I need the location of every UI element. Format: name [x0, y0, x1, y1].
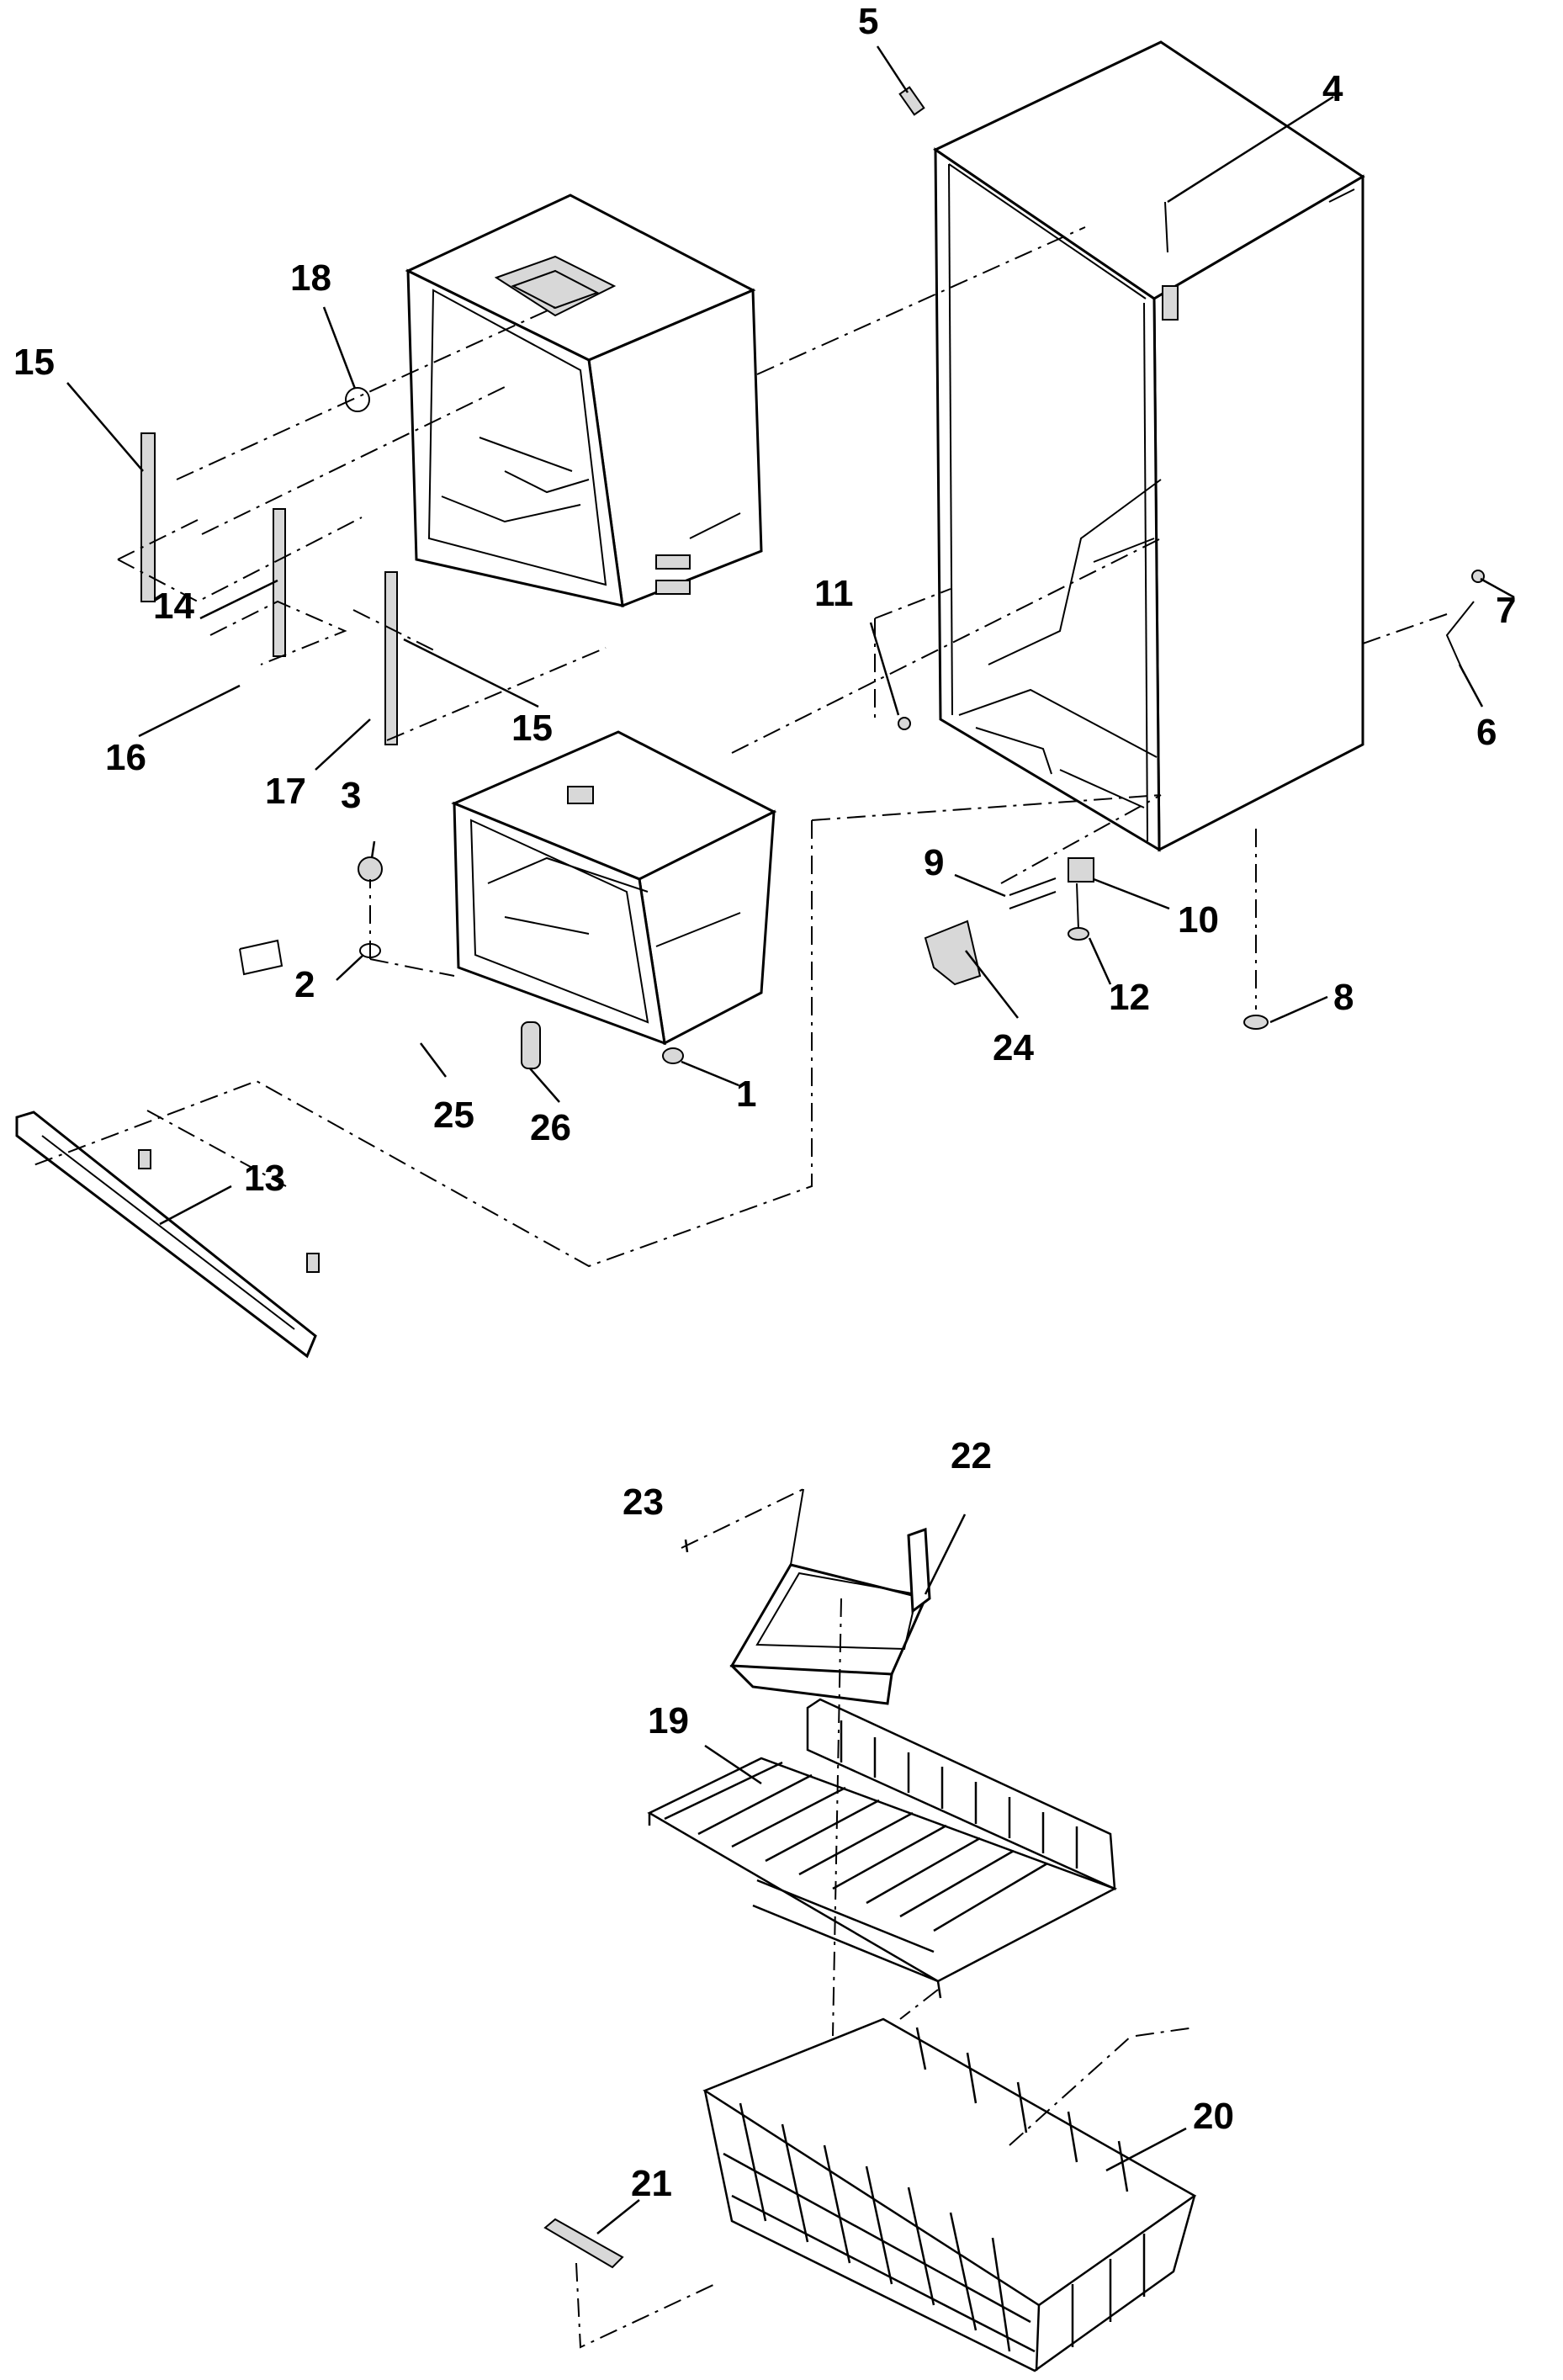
hinge-and-misc-parts: [898, 86, 1485, 1030]
callout-24: 24: [993, 1027, 1034, 1068]
fresh-food-liner: [405, 193, 763, 608]
callout-15-left: 15: [13, 342, 55, 383]
wire-basket: [702, 2017, 1197, 2372]
callout-5: 5: [858, 1, 878, 42]
callout-13: 13: [244, 1158, 285, 1199]
callout-7: 7: [1496, 590, 1516, 631]
callout-14: 14: [153, 586, 194, 627]
callout-20: 20: [1193, 2096, 1234, 2137]
callout-9: 9: [924, 842, 944, 883]
basket-handle: [543, 2218, 624, 2269]
callout-11: 11: [814, 573, 854, 614]
refrigerator-cabinet: [932, 40, 1365, 852]
leader-lines: [66, 45, 1515, 2234]
callout-26: 26: [530, 1107, 571, 1148]
assembly-lines: [33, 226, 1448, 2349]
callout-23: 23: [623, 1482, 664, 1523]
callout-labels: 15 18 14 16 17 15 3 2 1 26 25 13 5 4 7 6…: [13, 1, 1516, 2204]
callout-2: 2: [294, 964, 315, 1005]
callout-10: 10: [1178, 899, 1219, 941]
callout-19: 19: [648, 1700, 689, 1741]
callout-17: 17: [265, 771, 306, 812]
callout-15-center: 15: [511, 708, 553, 749]
chiller-tray: [729, 1488, 931, 1705]
callout-25: 25: [433, 1095, 474, 1136]
callout-21: 21: [631, 2163, 672, 2204]
kickplate-grille: [15, 1110, 320, 1359]
callout-6: 6: [1476, 712, 1497, 753]
callout-18: 18: [290, 257, 331, 299]
wire-shelf: [647, 1698, 1118, 1999]
freezer-drawer-housing: [451, 730, 777, 1064]
callout-4: 4: [1322, 68, 1343, 109]
callout-16: 16: [105, 737, 146, 778]
callout-22: 22: [951, 1435, 992, 1476]
rail-parts: [140, 387, 541, 1069]
callout-12: 12: [1109, 977, 1150, 1018]
callout-3: 3: [341, 775, 361, 816]
callout-8: 8: [1333, 977, 1354, 1018]
callout-1: 1: [736, 1073, 756, 1115]
